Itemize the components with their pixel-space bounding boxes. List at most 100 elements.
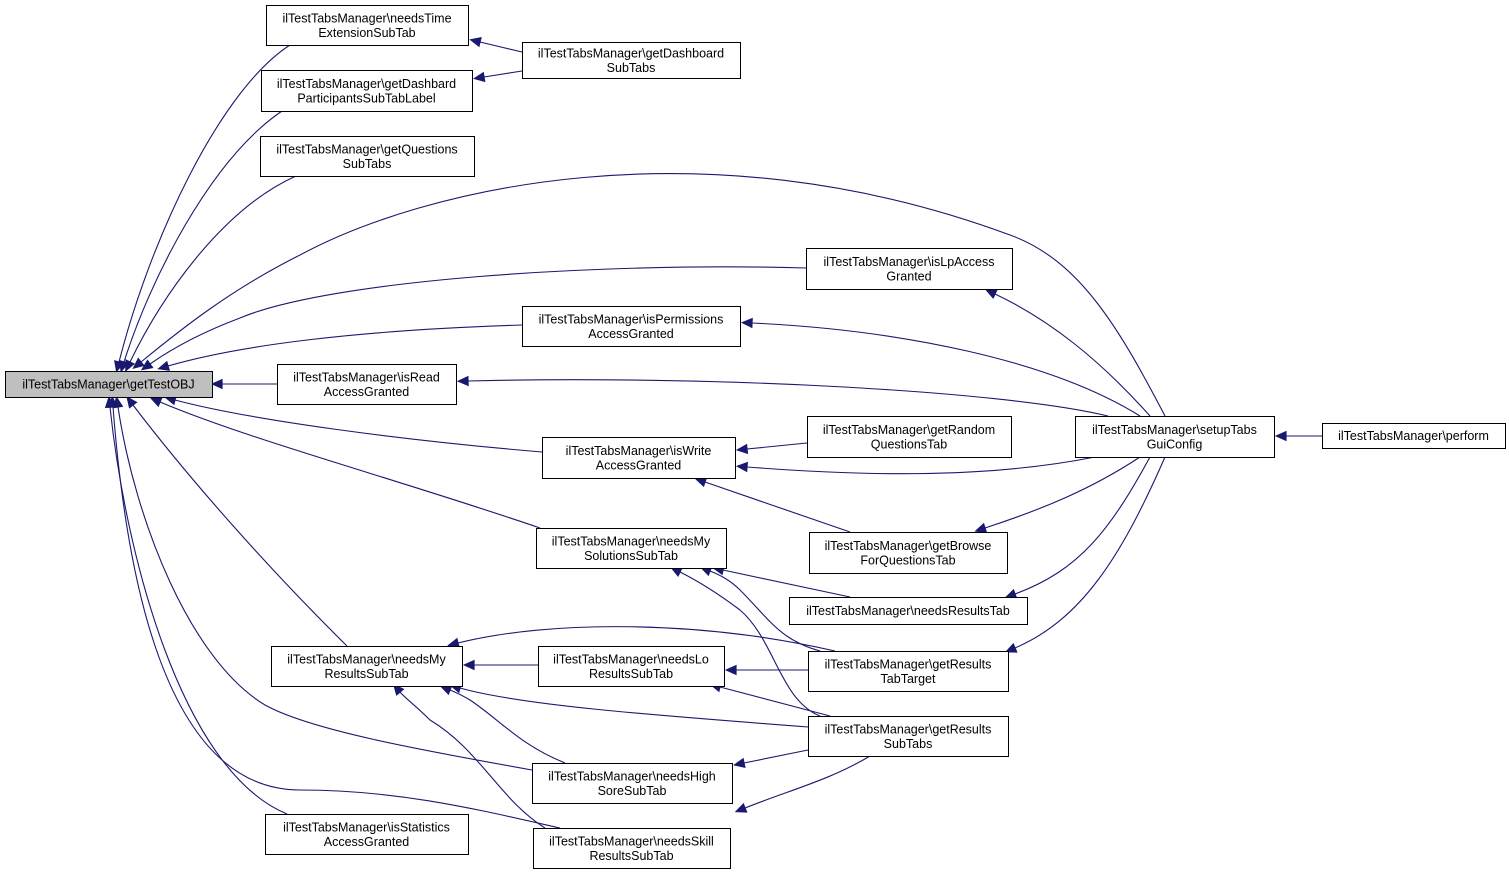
node-label-line: SubTabs xyxy=(607,61,656,75)
node-box xyxy=(807,416,1012,458)
node-label-line: GuiConfig xyxy=(1147,437,1203,451)
edge-getResultsSubTabs-to-needsHighSoreSubTab xyxy=(733,749,809,769)
edge-needsMySolutionsSubTab-to-getTestOBJ xyxy=(149,397,541,529)
node-label-line: ilTestTabsManager\perform xyxy=(1338,429,1489,443)
node-box xyxy=(265,814,469,855)
node-label-line: ilTestTabsManager\getRandom xyxy=(823,423,995,437)
node-label-line: ForQuestionsTab xyxy=(860,553,955,567)
node-label-line: ilTestTabsManager\isPermissions xyxy=(539,312,724,326)
node-needsResultsTab[interactable]: ilTestTabsManager\needsResultsTab xyxy=(789,597,1028,625)
edge-line xyxy=(751,322,1141,417)
arrowhead-icon xyxy=(735,461,749,473)
arrowhead-icon xyxy=(439,685,453,696)
node-box xyxy=(536,528,727,569)
node-box xyxy=(260,136,475,177)
node-label-line: AccessGranted xyxy=(588,327,674,341)
arrowhead-icon xyxy=(694,477,708,488)
node-label-line: AccessGranted xyxy=(324,835,410,849)
edge-line xyxy=(746,456,1096,475)
node-needsSkillResultsSubTab[interactable]: ilTestTabsManager\needsSkillResultsSubTa… xyxy=(533,828,731,869)
node-getTestOBJ[interactable]: ilTestTabsManager\getTestOBJ xyxy=(5,371,213,398)
node-label-line: AccessGranted xyxy=(596,458,682,472)
edge-needsLoResultsSubTab-to-needsMyResultsSubTab xyxy=(462,659,538,671)
edge-line xyxy=(479,41,523,53)
arrowhead-icon xyxy=(149,397,163,408)
node-box xyxy=(542,437,736,479)
edge-line xyxy=(399,691,546,829)
edge-line xyxy=(123,110,283,363)
node-label-line: ilTestTabsManager\isRead xyxy=(293,370,440,384)
arrowhead-icon xyxy=(734,802,748,813)
edge-line xyxy=(117,406,533,771)
edge-setupTabsGuiConfig-to-needsResultsTab xyxy=(1004,456,1151,599)
edge-line xyxy=(459,687,809,728)
node-label-line: QuestionsTab xyxy=(871,437,947,451)
edge-isReadAccessGranted-to-getTestOBJ xyxy=(210,378,277,390)
node-label-line: ilTestTabsManager\needsHigh xyxy=(548,769,716,783)
node-isPermissionsAccessGranted[interactable]: ilTestTabsManager\isPermissionsAccessGra… xyxy=(522,306,741,347)
edge-getBrowseForQuestionsTab-to-isWriteAccessGranted xyxy=(694,477,851,533)
node-needsTimeExtensionSubTab[interactable]: ilTestTabsManager\needsTimeExtensionSubT… xyxy=(266,5,469,46)
edge-setupTabsGuiConfig-to-getBrowseForQuestionsTab xyxy=(974,456,1141,533)
node-box xyxy=(277,364,457,405)
node-label-line: SoreSubTab xyxy=(598,784,667,798)
node-label-line: ilTestTabsManager\needsLo xyxy=(553,652,709,666)
node-box xyxy=(522,42,741,79)
node-label-line: ilTestTabsManager\getQuestions xyxy=(276,142,457,156)
edge-line xyxy=(722,569,851,598)
edge-line xyxy=(149,266,807,365)
node-getDashbardParticipantsSubTabLabel[interactable]: ilTestTabsManager\getDashbardParticipant… xyxy=(261,70,473,112)
node-box xyxy=(538,646,725,687)
node-label-line: ResultsSubTab xyxy=(324,667,408,681)
node-label-line: ilTestTabsManager\needsResultsTab xyxy=(806,604,1010,618)
node-getBrowseForQuestionsTab[interactable]: ilTestTabsManager\getBrowseForQuestionsT… xyxy=(809,532,1008,574)
arrowhead-icon xyxy=(126,396,138,409)
node-isStatisticsAccessGranted[interactable]: ilTestTabsManager\isStatisticsAccessGran… xyxy=(265,814,469,855)
edge-line xyxy=(118,44,291,363)
node-label-line: ilTestTabsManager\needsTime xyxy=(282,11,451,25)
edge-line xyxy=(140,173,1166,417)
arrowhead-icon xyxy=(462,659,475,671)
edge-getResultsSubTabs-to-needsSkillResultsSubTab xyxy=(734,755,871,813)
node-label-line: ExtensionSubTab xyxy=(318,26,415,40)
node-perform[interactable]: ilTestTabsManager\perform xyxy=(1322,423,1506,449)
node-box xyxy=(261,70,473,112)
edge-line xyxy=(1014,456,1166,649)
arrowhead-icon xyxy=(1004,588,1018,599)
edge-line xyxy=(1014,456,1151,595)
node-label-line: ResultsSubTab xyxy=(589,849,673,863)
edge-line xyxy=(744,755,871,809)
edge-line xyxy=(483,70,523,78)
edge-setupTabsGuiConfig-to-isWriteAccessGranted xyxy=(735,456,1096,475)
edge-line xyxy=(129,175,297,363)
arrowhead-icon xyxy=(1274,430,1287,442)
edge-line xyxy=(132,404,348,647)
edge-setupTabsGuiConfig-to-isReadAccessGranted xyxy=(456,375,1109,417)
node-box xyxy=(808,716,1009,757)
arrowhead-icon xyxy=(473,71,486,83)
node-label-line: ParticipantsSubTabLabel xyxy=(297,91,435,105)
edge-line xyxy=(167,324,523,367)
node-box xyxy=(5,371,213,398)
node-label-line: ilTestTabsManager\setupTabs xyxy=(1092,423,1257,437)
node-box xyxy=(532,763,733,804)
edge-getDashboardSubTabs-to-needsTimeExtensionSubTab xyxy=(469,37,523,53)
arrowhead-icon xyxy=(740,317,753,329)
arrowhead-icon xyxy=(735,443,749,455)
node-box xyxy=(1322,423,1506,449)
arrowhead-icon xyxy=(104,395,116,409)
